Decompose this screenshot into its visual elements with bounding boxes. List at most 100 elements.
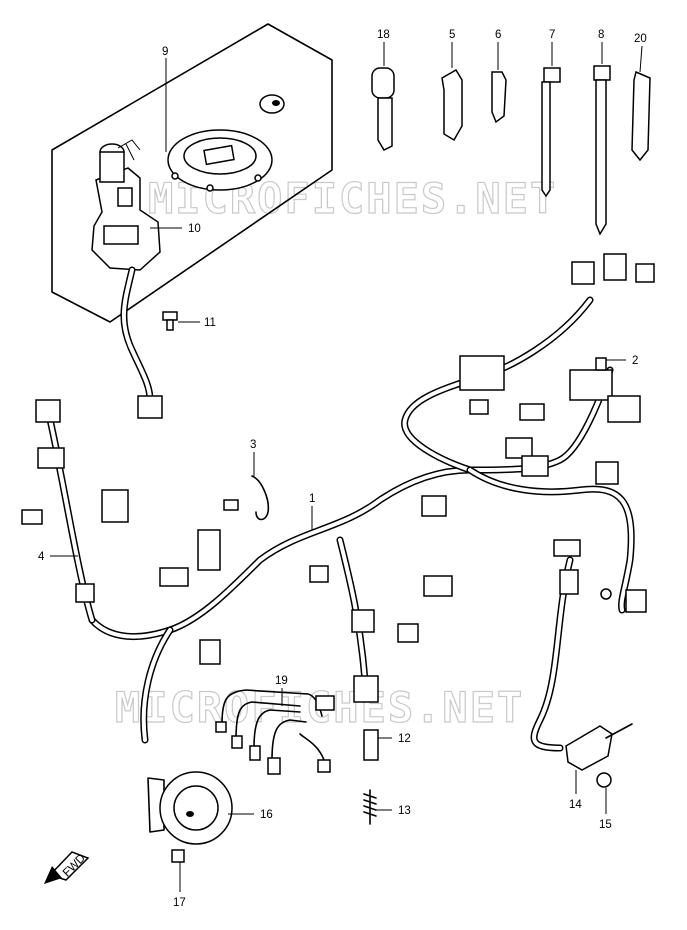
connector-left-e: [75, 583, 95, 603]
switch-bracket: [103, 225, 139, 245]
fwd-arrow-head: [44, 866, 62, 884]
fuel-cap-bolt: [206, 184, 214, 192]
horn-16: [147, 771, 233, 845]
callout-5: 5: [449, 29, 455, 41]
harness-branch-center-inner: [338, 538, 367, 682]
callout-6: 6: [495, 29, 501, 41]
screw-11: [162, 311, 178, 321]
connector-left-c: [21, 509, 43, 525]
wire-19-connector-a: [315, 695, 335, 711]
connector-top-b: [603, 253, 627, 281]
wire-19-terminal: [215, 721, 227, 733]
key-blank-18: [371, 67, 395, 99]
horn-center: [186, 811, 194, 817]
spring-13: [363, 789, 377, 825]
fuel-cap-bolt: [254, 174, 262, 182]
connector-mid-a: [197, 529, 221, 571]
connector-top-a: [571, 261, 595, 285]
leader-lines: [50, 42, 643, 892]
callout-15: 15: [599, 819, 612, 831]
sensor-14: [565, 725, 613, 771]
callout-labels: 9 10 11 18 5 6 7 8 20 2 3 1 4 19 12 13 1…: [38, 29, 647, 909]
connector-center-f: [353, 675, 379, 703]
callout-2: 2: [632, 355, 638, 367]
connector-mid-b: [159, 567, 189, 587]
connector-upper-e: [521, 455, 549, 477]
key-blade: [377, 97, 393, 151]
connector-top-c: [635, 263, 655, 283]
clip-3: [251, 475, 270, 521]
callout-9: 9: [162, 46, 168, 58]
connector-mid-c: [199, 639, 221, 665]
connector-right-a: [595, 461, 619, 485]
clip-bolt: [223, 499, 239, 511]
connector-upper-b: [469, 399, 489, 415]
connector-right-d: [625, 589, 647, 613]
horn-bracket: [147, 777, 165, 833]
cable-tie-8-head: [593, 65, 611, 81]
wire-19-terminal: [267, 757, 281, 775]
brake-switch-12: [363, 729, 379, 761]
callout-18: 18: [377, 29, 390, 41]
horn-cone: [173, 785, 219, 831]
harness-branch-sensor-inner: [532, 558, 572, 750]
ignition-switch-group: [51, 23, 333, 419]
lock-cylinder: [259, 94, 285, 114]
fwd-arrow: FWD: [44, 851, 90, 884]
wire-19-connector-b: [317, 759, 331, 773]
callout-16: 16: [260, 809, 273, 821]
callout-11: 11: [204, 317, 216, 329]
small-parts-row: [371, 65, 651, 236]
connector-upper-d: [505, 437, 533, 459]
connector-center-d: [351, 609, 375, 633]
screw-11-shank: [166, 319, 174, 331]
connector-center-e: [397, 623, 419, 643]
callout-3: 3: [250, 439, 256, 451]
wire-19-e: [299, 733, 325, 761]
callout-7: 7: [549, 29, 555, 41]
connector-center-b: [309, 565, 329, 583]
callout-10: 10: [188, 223, 201, 235]
clamp-6: [491, 71, 507, 124]
lock-keyhole: [272, 100, 280, 106]
callout-17: 17: [173, 897, 186, 909]
callout-13: 13: [398, 805, 411, 817]
switch-connector: [137, 395, 163, 419]
callout-12: 12: [398, 733, 411, 745]
wire-19-b: [235, 701, 301, 741]
cable-tie-7-head: [543, 67, 561, 83]
switch-lug: [117, 187, 133, 207]
fuse-2: [595, 357, 607, 371]
switch-barrel: [99, 151, 125, 183]
harness-branch-upper-inner: [402, 298, 592, 472]
harness-branch-horn-inner: [141, 628, 172, 742]
wire-19-c: [253, 709, 301, 749]
callout-14: 14: [569, 799, 582, 811]
wire-set-19: [215, 689, 335, 775]
clamp-20: [631, 70, 651, 162]
connector-left-d: [101, 489, 129, 523]
leader-20: [639, 45, 643, 73]
wire-19-d: [271, 719, 307, 761]
harness-branch-right-inner: [468, 468, 634, 612]
connector-right-c: [559, 569, 579, 595]
sensor-pin: [605, 723, 633, 739]
connector-left-b: [37, 447, 65, 469]
cable-tie-8-strap: [595, 79, 607, 236]
callout-1: 1: [309, 493, 315, 505]
wire-19-terminal: [249, 745, 261, 761]
cable-tie-7-strap: [541, 81, 551, 198]
connector-center-c: [423, 575, 453, 597]
bracket-5: [441, 68, 463, 142]
relay-connector: [607, 395, 641, 423]
fuel-cap-lock: [203, 144, 235, 166]
callout-8: 8: [598, 29, 604, 41]
connector-upper-a: [459, 355, 505, 391]
fuel-cap-bolt: [171, 172, 179, 180]
bolt-17: [171, 849, 185, 863]
callout-19: 19: [275, 675, 288, 687]
group-box-outline: [51, 23, 333, 323]
switch-lead-wire-inner: [121, 268, 152, 402]
